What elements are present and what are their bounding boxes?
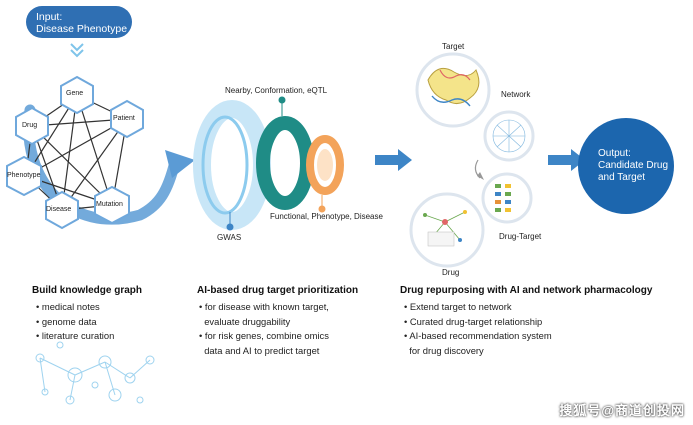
node-drug bbox=[15, 106, 49, 146]
graph-arrow-head bbox=[165, 150, 195, 178]
nearby-ring bbox=[256, 116, 314, 210]
section-heading-prioritization: AI-based drug target prioritization bbox=[197, 285, 359, 296]
pin-nearby bbox=[278, 96, 286, 104]
list-item: for drug discovery bbox=[409, 344, 484, 356]
section-list-knowledge-graph: • medical notes • genome data • literatu… bbox=[36, 300, 114, 344]
drug-label: Drug bbox=[442, 268, 460, 277]
list-item: evaluate druggability bbox=[204, 315, 291, 327]
functional-ring bbox=[306, 135, 344, 195]
graph-nodes bbox=[6, 75, 144, 230]
down-chevron-icon bbox=[70, 43, 84, 58]
drug-circle bbox=[409, 192, 485, 268]
prioritization-rings bbox=[193, 100, 344, 230]
network-label: Network bbox=[501, 90, 531, 99]
decorative-network bbox=[35, 341, 155, 405]
node-label-patient: Patient bbox=[113, 115, 135, 122]
list-item: • genome data bbox=[36, 315, 97, 327]
functional-label: Functional, Phenotype, Disease bbox=[270, 212, 383, 221]
list-item: • Curated drug-target relationship bbox=[404, 315, 543, 327]
node-label-mutation: Mutation bbox=[96, 201, 123, 208]
output-badge: Output: Candidate Drug and Target bbox=[578, 118, 674, 214]
node-phenotype bbox=[6, 155, 42, 197]
list-item: • for disease with known target, bbox=[199, 301, 329, 312]
drug-target-label: Drug-Target bbox=[499, 232, 542, 241]
input-value: Disease Phenotype bbox=[36, 23, 128, 35]
node-gene bbox=[60, 75, 94, 115]
node-label-drug: Drug bbox=[22, 122, 38, 129]
input-label: Input: bbox=[36, 11, 63, 23]
pin-functional bbox=[318, 205, 326, 213]
output-value-1: Candidate Drug bbox=[598, 160, 669, 171]
node-disease bbox=[45, 190, 79, 230]
pin-gwas bbox=[226, 223, 234, 231]
right-arrow-icon bbox=[548, 149, 585, 171]
node-mutation bbox=[94, 185, 130, 225]
node-label-disease: Disease bbox=[46, 206, 72, 213]
list-item: • medical notes bbox=[36, 301, 100, 312]
section-list-prioritization: • for disease with known target, evaluat… bbox=[199, 300, 329, 358]
list-item: • literature curation bbox=[36, 330, 115, 341]
right-arrow-icon bbox=[375, 149, 412, 171]
list-item: data and AI to predict target bbox=[204, 344, 320, 356]
gwas-label: GWAS bbox=[217, 233, 242, 242]
list-item: • for risk genes, combine omics bbox=[199, 330, 329, 341]
watermark: 搜狐号@商道创投网 bbox=[559, 403, 685, 418]
target-label: Target bbox=[442, 42, 465, 51]
nearby-label: Nearby, Conformation, eQTL bbox=[225, 86, 328, 95]
list-item: • Extend target to network bbox=[404, 301, 512, 312]
node-label-phenotype: Phenotype bbox=[7, 172, 41, 179]
section-heading-knowledge-graph: Build knowledge graph bbox=[32, 285, 143, 296]
section-list-repurposing: • Extend target to network • Curated dru… bbox=[404, 300, 552, 358]
node-label-gene: Gene bbox=[66, 90, 84, 97]
output-value-2: and Target bbox=[598, 172, 646, 183]
drug-target-circle bbox=[481, 172, 533, 224]
list-item: • AI-based recommendation system bbox=[404, 330, 552, 341]
section-heading-repurposing: Drug repurposing with AI and network pha… bbox=[400, 285, 653, 296]
node-patient bbox=[110, 99, 144, 139]
output-label: Output: bbox=[598, 148, 631, 159]
input-badge: Input: Disease Phenotype bbox=[26, 6, 132, 38]
